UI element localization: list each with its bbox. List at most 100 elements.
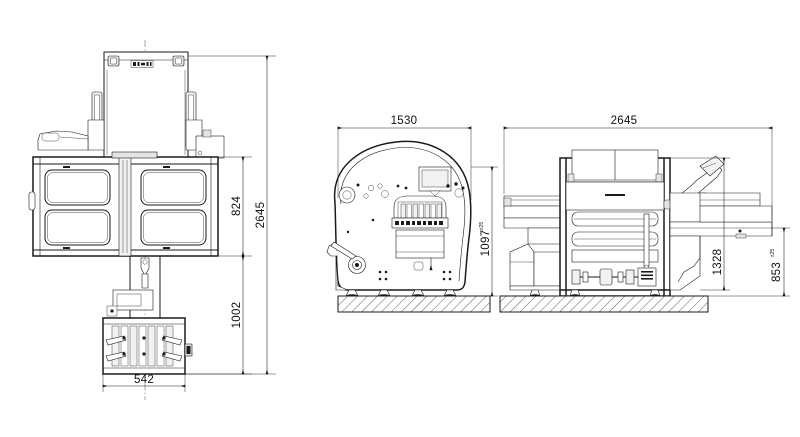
handle-grip-line <box>702 162 717 169</box>
dimension-2645-height-label: 2645 <box>255 202 267 229</box>
outfeed-chute-line <box>677 236 701 283</box>
front-view-dimensions: 2645 824 1002 542 <box>102 55 276 392</box>
nameplate-marks <box>133 62 152 66</box>
hmi-display <box>418 166 452 197</box>
left-arm-line <box>59 136 89 140</box>
dimension-542-label: 542 <box>134 374 154 386</box>
coupling <box>599 268 613 286</box>
lever-right-upper <box>161 335 183 346</box>
manifold-ports <box>395 221 443 225</box>
linkage-lower <box>141 273 149 289</box>
control-box-top <box>202 129 212 138</box>
handle-grip <box>699 155 725 177</box>
bearing-a <box>571 269 581 285</box>
door-center-stile <box>118 156 132 257</box>
motor-vents <box>641 271 653 280</box>
hinge-mark-4 <box>163 247 170 249</box>
bar-7 <box>165 325 174 367</box>
top-cover-plate <box>111 151 158 159</box>
infeed-end-cap <box>503 197 512 207</box>
support-column <box>106 256 161 318</box>
terminal-dot <box>110 309 114 313</box>
outfeed-cover <box>699 192 761 207</box>
glazing-bottom-left <box>47 212 108 243</box>
outfeed-support-left <box>669 235 701 291</box>
left-side-arm <box>37 130 89 151</box>
drive-motor-box <box>637 267 657 287</box>
glazing-top-left <box>47 172 108 203</box>
upper-cabinet-body <box>103 51 189 158</box>
bar-5 <box>147 325 156 367</box>
main-door-cabinet <box>28 151 219 257</box>
side-view-left-dimensions: 1530 1097 ±25 <box>337 115 498 297</box>
bar-4 <box>138 325 147 367</box>
machine-inner-contour <box>340 147 466 282</box>
head-fingers <box>400 203 442 219</box>
lever-right-lower <box>161 351 183 362</box>
right-control-box <box>195 129 225 159</box>
lever-left-lower <box>105 351 127 362</box>
left-arm-grip <box>41 132 60 142</box>
infeed-base <box>533 251 561 287</box>
collar-b <box>617 271 624 283</box>
outfeed-marker <box>738 229 742 233</box>
foundation-right <box>499 295 709 313</box>
front-view: 2645 824 1002 542 <box>28 40 276 400</box>
display-mount <box>429 190 441 197</box>
door-panel-bottom-left <box>44 209 111 246</box>
glazing-top-right <box>143 172 204 203</box>
head-nozzle <box>413 261 424 271</box>
upper-enclosure <box>103 51 189 158</box>
display-screen <box>421 169 449 188</box>
outfeed-stop <box>735 233 747 239</box>
main-machine-body-right <box>559 149 671 297</box>
bar-2 <box>120 325 129 367</box>
collar-a <box>582 271 589 283</box>
fastener-marks <box>346 182 465 281</box>
dimension-1530-label: 1530 <box>391 115 418 127</box>
pivot-pin <box>142 259 148 265</box>
infeed-base-plate <box>509 285 561 291</box>
processing-head <box>391 195 449 271</box>
foundation-center <box>337 295 491 313</box>
actuator-core <box>186 346 191 354</box>
dimension-1328-label: 1328 <box>712 249 724 276</box>
infeed-transition <box>527 227 561 245</box>
glazing-bottom-right <box>143 212 204 243</box>
hopper-bracket-left <box>567 173 575 183</box>
infeed-column <box>509 243 535 287</box>
lower-mechanism <box>102 317 193 375</box>
machine-lower-left-shoulder <box>335 255 349 291</box>
dimension-1097-tolerance: ±25 <box>479 222 485 231</box>
dimension-2645-width-label: 2645 <box>611 115 638 127</box>
roller-guard <box>571 249 659 263</box>
outfeed-body <box>699 205 773 223</box>
bar-1 <box>111 325 120 367</box>
control-box-indicator <box>197 150 203 156</box>
drive-hub-center <box>355 263 359 267</box>
dimension-1002-label: 1002 <box>231 302 243 329</box>
side-view-left: 1530 1097 ±25 <box>326 115 498 313</box>
dimension-853-tolerance: ±25 <box>770 249 776 258</box>
side-view-right-dimensions: 2645 1328 853 ±25 <box>503 115 790 297</box>
door-panel-bottom-right <box>140 209 207 246</box>
bar-3 <box>129 325 138 367</box>
hopper-bracket-right <box>655 173 663 183</box>
head-lower-body <box>395 229 445 259</box>
bottom-shaft-assembly <box>571 267 657 287</box>
lever-pins <box>122 336 166 356</box>
cabinet-handle-left <box>28 191 36 211</box>
hinge-mark-2 <box>163 166 170 168</box>
lever-left-upper <box>105 335 127 346</box>
brand-plate <box>605 194 625 196</box>
drive-arm <box>330 241 357 260</box>
bracket-left <box>87 119 105 151</box>
side-view-right: 2645 1328 853 ±25 <box>499 115 790 313</box>
dimension-1097-label: 1097 <box>480 230 492 257</box>
bearing-b <box>625 269 635 285</box>
dimension-853-label: 853 <box>771 262 783 282</box>
mount-hole-right <box>175 57 182 65</box>
mount-hole-left <box>110 57 117 65</box>
